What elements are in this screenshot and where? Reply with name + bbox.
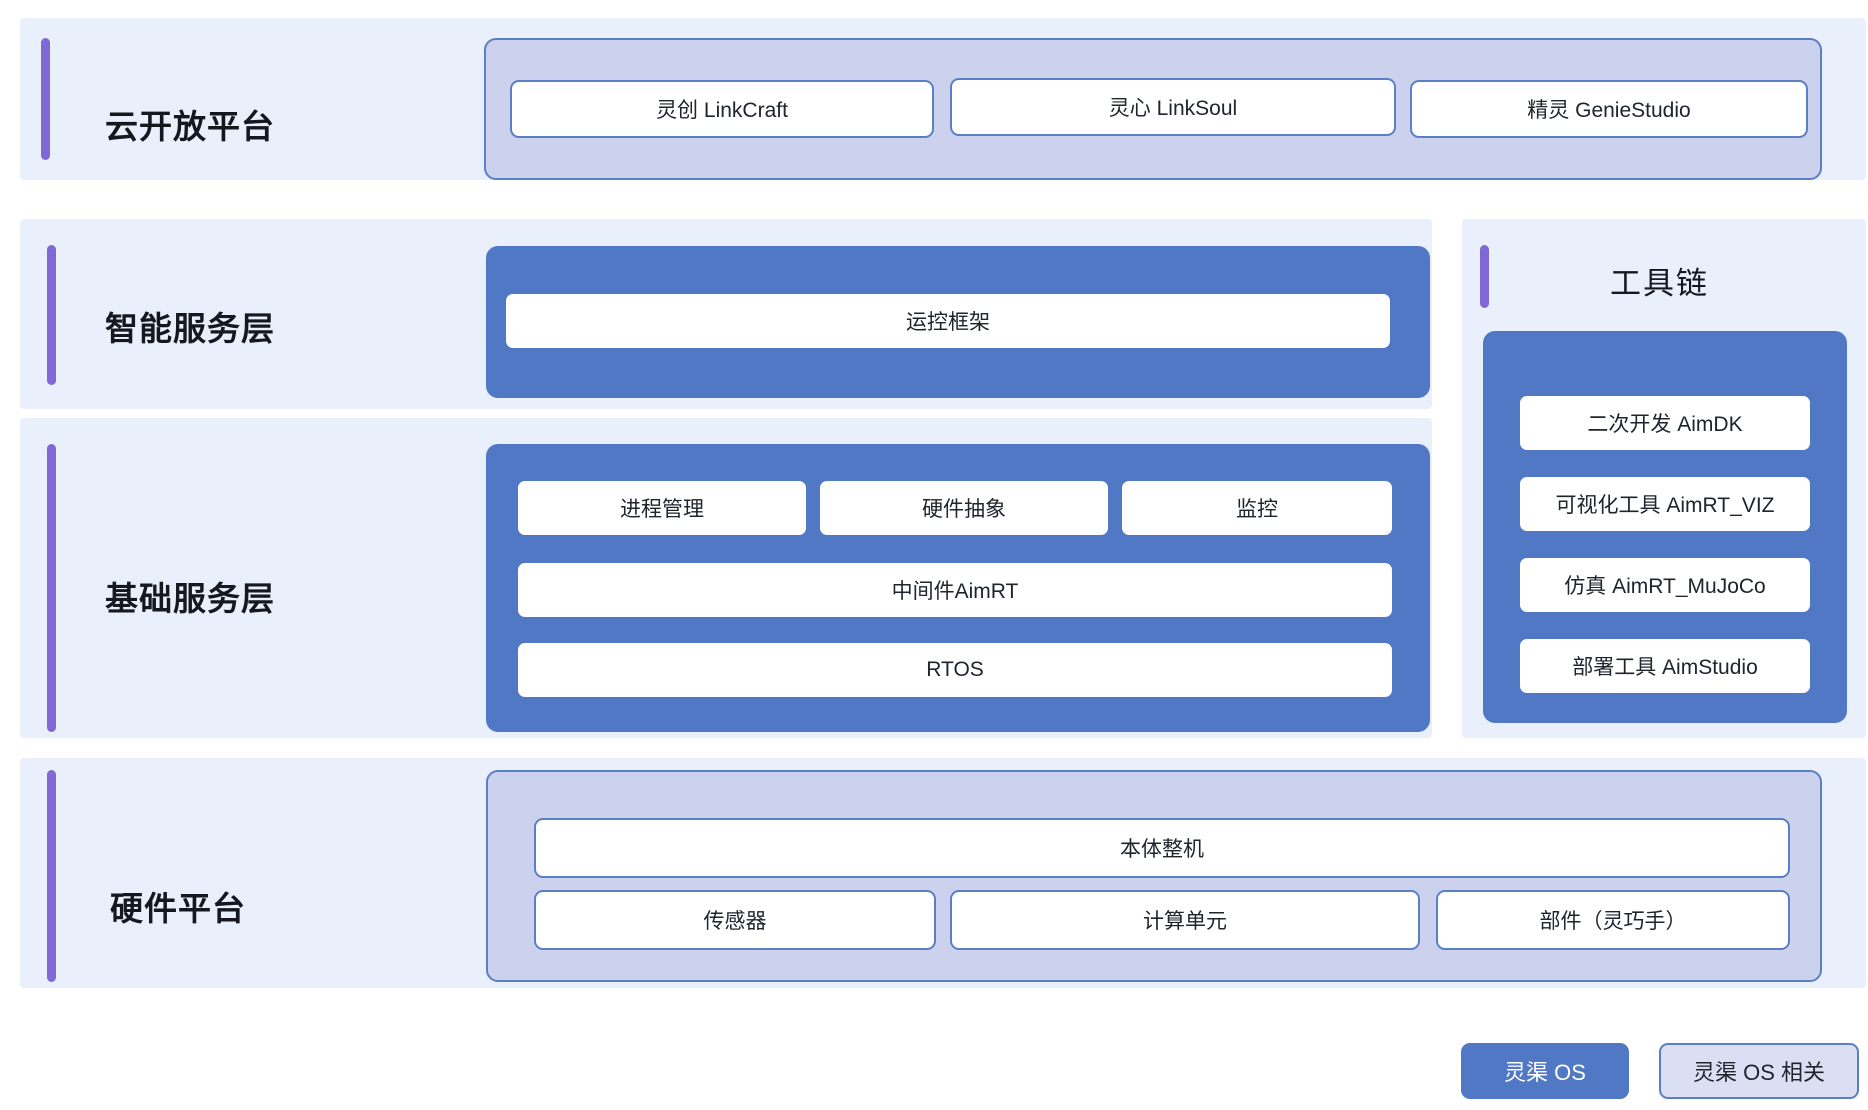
chip-geniestudio[interactable]: 精灵 GenieStudio bbox=[1410, 80, 1808, 138]
chip-component-dexterous-hand[interactable]: 部件（灵巧手） bbox=[1436, 890, 1790, 950]
chip-aimrt-mujoco[interactable]: 仿真 AimRT_MuJoCo bbox=[1520, 558, 1810, 612]
chip-rtos[interactable]: RTOS bbox=[518, 643, 1392, 697]
chip-hardware-abstraction[interactable]: 硬件抽象 bbox=[820, 481, 1108, 535]
chip-aimstudio[interactable]: 部署工具 AimStudio bbox=[1520, 639, 1810, 693]
chip-aimdk[interactable]: 二次开发 AimDK bbox=[1520, 396, 1810, 450]
layer-title-intelligent-service-layer: 智能服务层 bbox=[105, 310, 275, 347]
legend-os-related[interactable]: 灵渠 OS 相关 bbox=[1659, 1043, 1859, 1099]
accent-bar-toolchain bbox=[1480, 245, 1489, 308]
chip-main-body[interactable]: 本体整机 bbox=[534, 818, 1790, 878]
layer-title-basic-service-layer: 基础服务层 bbox=[105, 580, 275, 617]
layer-title-hardware-platform: 硬件平台 bbox=[110, 890, 246, 927]
accent-bar-basic-service-layer bbox=[47, 444, 56, 732]
accent-bar-cloud-open-platform bbox=[41, 38, 50, 160]
chip-compute-unit[interactable]: 计算单元 bbox=[950, 890, 1420, 950]
accent-bar-intelligent-service-layer bbox=[47, 245, 56, 385]
chip-linksoul[interactable]: 灵心 LinkSoul bbox=[950, 78, 1396, 136]
chip-linkcraft[interactable]: 灵创 LinkCraft bbox=[510, 80, 934, 138]
chip-sensor[interactable]: 传感器 bbox=[534, 890, 936, 950]
chip-aimrt-viz[interactable]: 可视化工具 AimRT_VIZ bbox=[1520, 477, 1810, 531]
legend-os[interactable]: 灵渠 OS bbox=[1461, 1043, 1629, 1099]
chip-motion-control-framework[interactable]: 运控框架 bbox=[506, 294, 1390, 348]
layer-title-cloud-open-platform: 云开放平台 bbox=[105, 108, 275, 145]
accent-bar-hardware-platform bbox=[47, 770, 56, 982]
chip-process-management[interactable]: 进程管理 bbox=[518, 481, 806, 535]
chip-monitoring[interactable]: 监控 bbox=[1122, 481, 1392, 535]
chip-middleware-aimrt[interactable]: 中间件AimRT bbox=[518, 563, 1392, 617]
toolchain-title: 工具链 bbox=[1610, 266, 1709, 301]
